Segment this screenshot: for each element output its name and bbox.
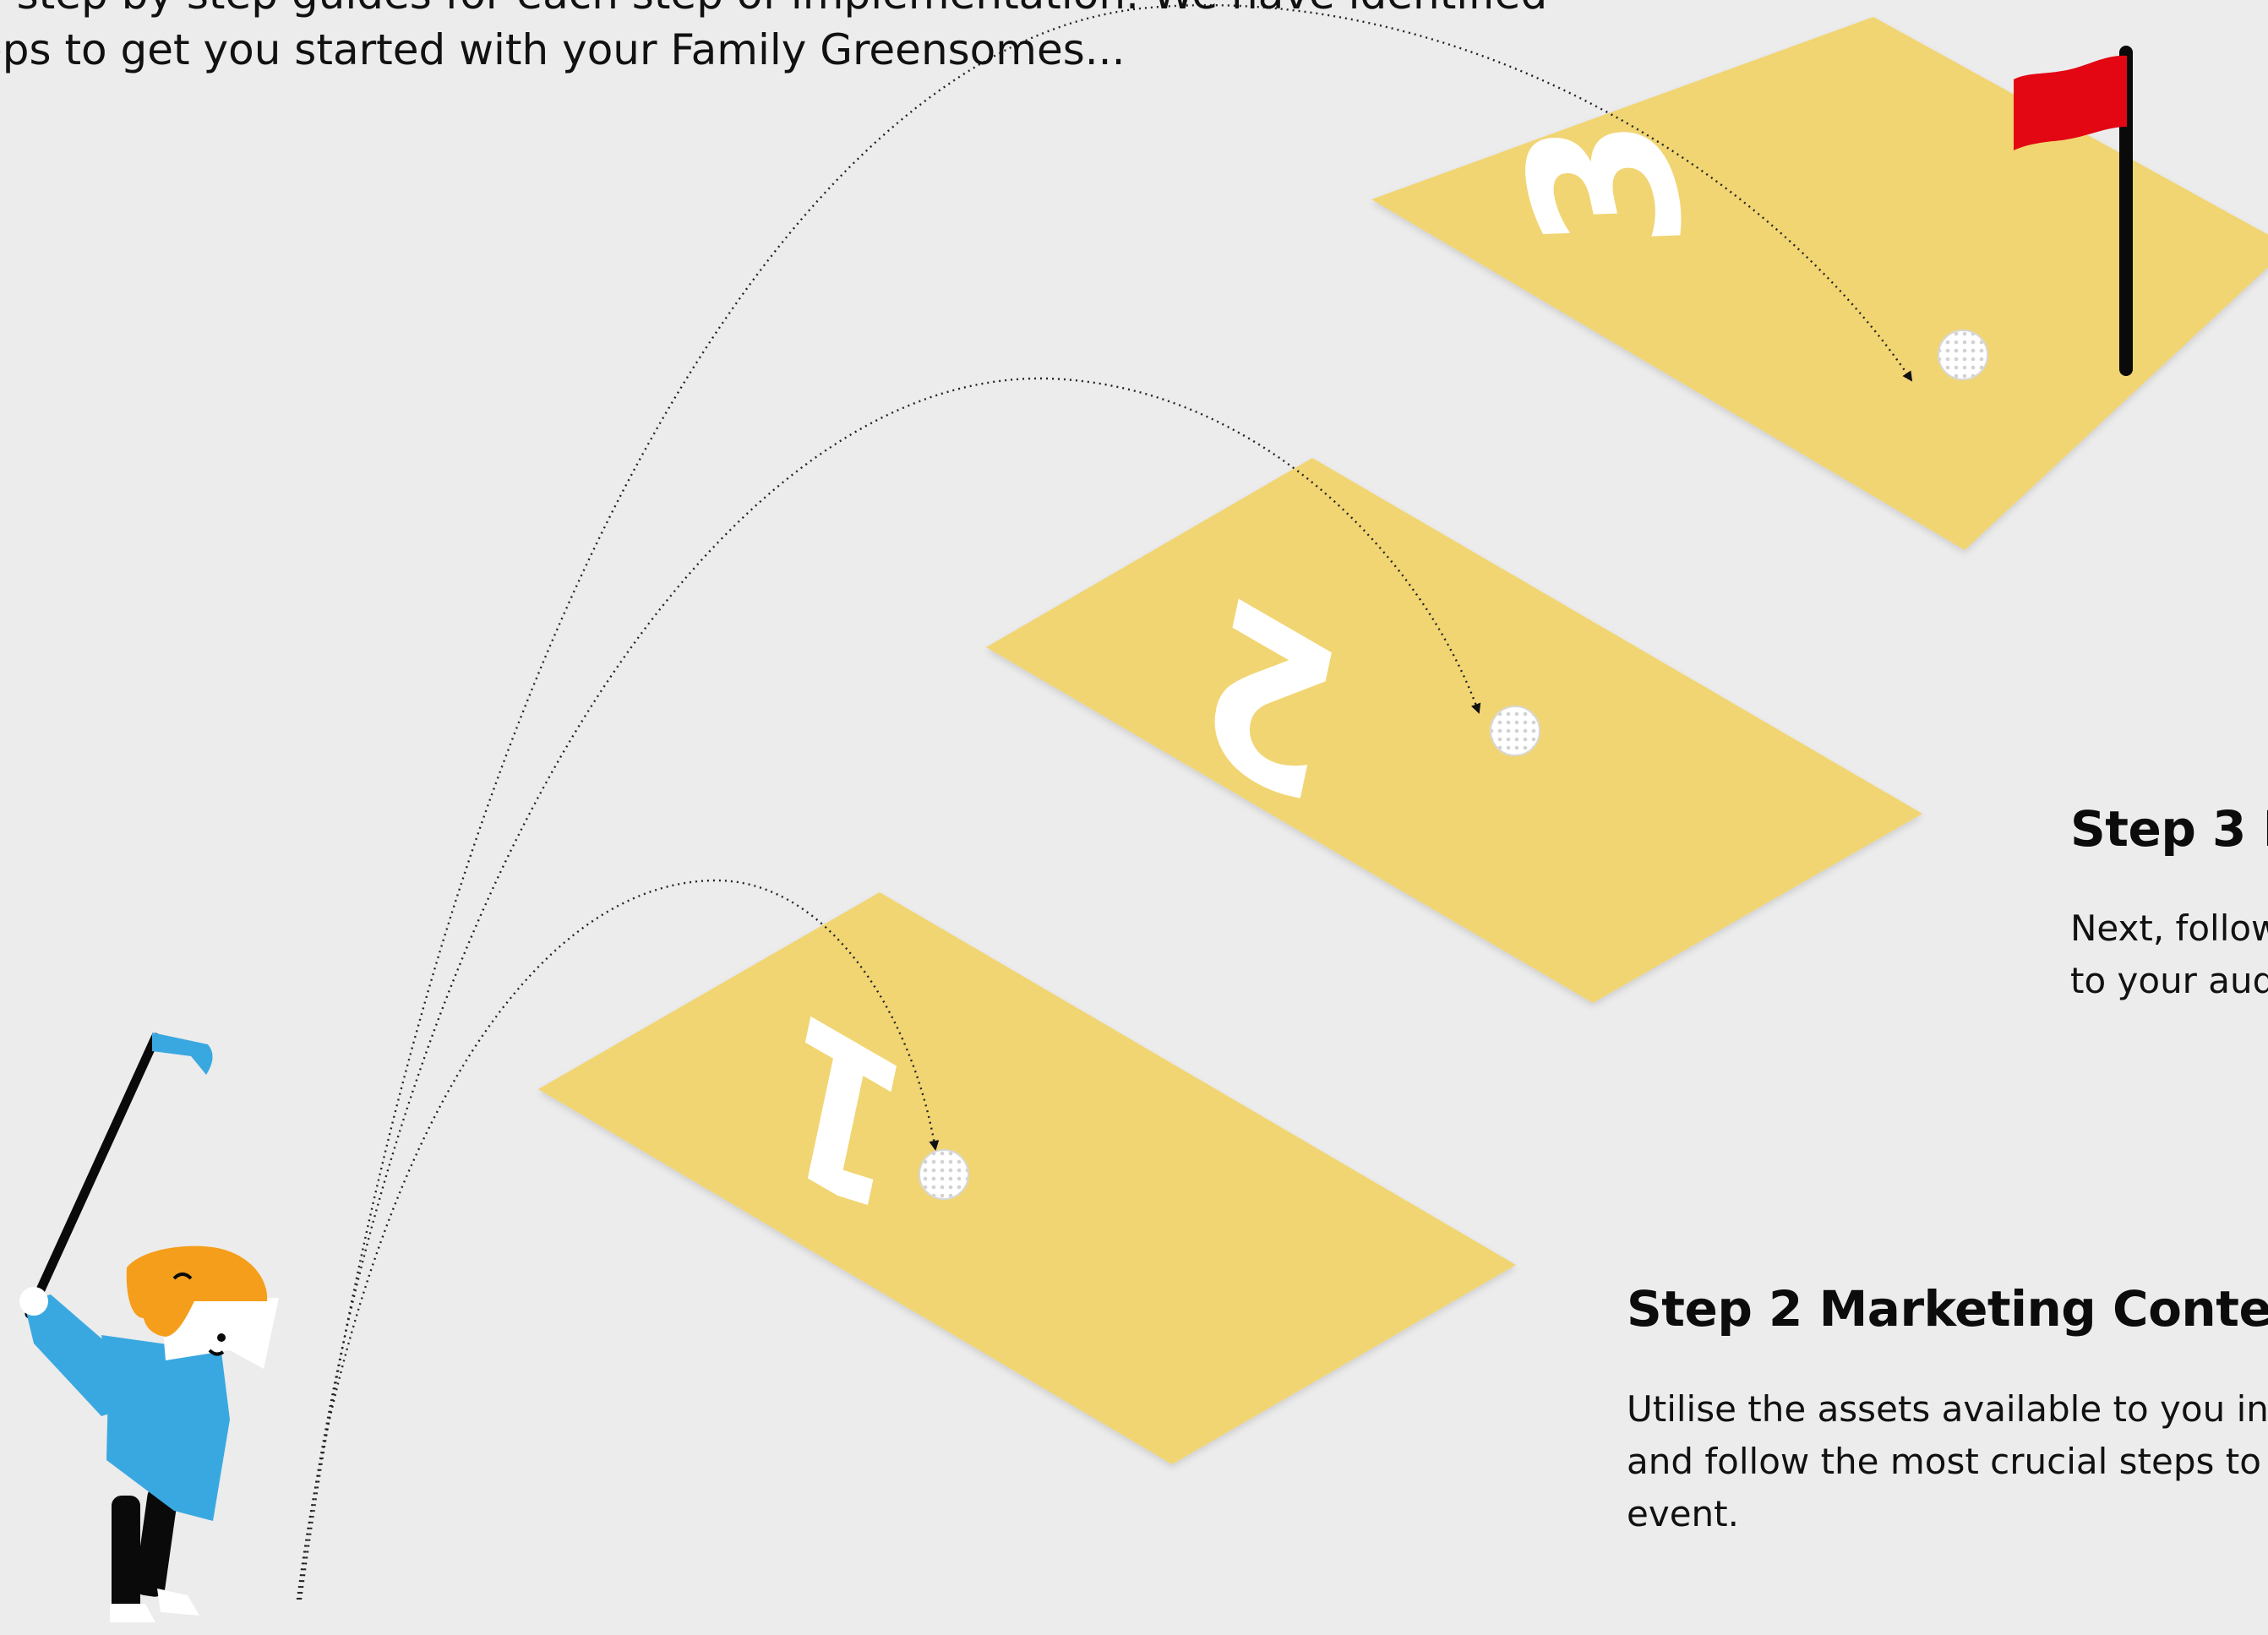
trajectory-to-step2 [297, 377, 1481, 1600]
step2-green-pad: 2 [986, 458, 1922, 1003]
golf-ball-icon [919, 1149, 969, 1200]
step2-description: Utilise the assets available to you in a… [1627, 1383, 2268, 1540]
trajectory-to-step1 [296, 879, 940, 1600]
step2-description-line: and follow the most crucial steps to [1627, 1441, 2261, 1482]
step1-green-pad: 1 [538, 892, 1516, 1464]
intro-text: n step by step guides for each step of i… [0, 0, 1548, 78]
step2-heading: Step 2 Marketing Content [1627, 1280, 2268, 1338]
trajectory-to-step3 [299, 4, 1913, 1600]
step2-description-line: Utilise the assets available to you in [1627, 1388, 2268, 1430]
step3-description: Next, follow to your aud [2070, 902, 2268, 1007]
intro-line-1: n step by step guides for each step of i… [0, 0, 1548, 22]
step3-heading: Step 3 M [2070, 800, 2268, 858]
step3-pad-number: 3 [1476, 114, 1734, 254]
golfer-illustration [19, 1033, 279, 1622]
ball-trajectories [296, 4, 1913, 1600]
step2-description-line: event. [1627, 1493, 1739, 1534]
intro-line-2: eps to get you started with your Family … [0, 25, 1126, 74]
step3-green-pad: 3 [1371, 17, 2268, 550]
step3-description-line: to your aud [2070, 960, 2268, 1001]
golf-flag-icon [2014, 46, 2133, 376]
golf-ball-icon [1490, 706, 1540, 756]
step3-description-line: Next, follow [2070, 907, 2268, 949]
golf-ball-icon [1938, 330, 1988, 380]
